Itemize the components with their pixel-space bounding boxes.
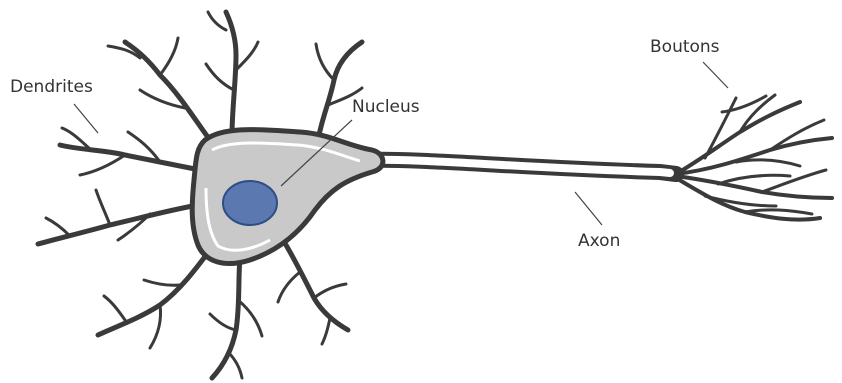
- bouton-branch: [718, 175, 790, 184]
- dendrite-branch: [322, 318, 330, 344]
- dendrite-branch: [98, 250, 210, 335]
- labels: Dendrites Nucleus Axon Boutons: [10, 37, 720, 251]
- dendrite-branch: [278, 272, 300, 302]
- nucleus-label: Nucleus: [352, 97, 420, 117]
- axon-leader: [575, 192, 602, 225]
- boutons-label: Boutons: [650, 37, 720, 57]
- bouton-branch: [762, 170, 826, 192]
- dendrite-branch: [60, 145, 200, 170]
- bouton-branch: [676, 102, 800, 174]
- dendrite-branch: [160, 38, 178, 75]
- dendrite-branch: [316, 44, 334, 80]
- bouton-branch: [770, 120, 824, 150]
- dendrite-branch: [38, 205, 198, 244]
- bouton-branch: [705, 98, 736, 158]
- dendrite-branch: [210, 314, 236, 330]
- bouton-branch: [676, 138, 832, 174]
- dendrite-branch: [144, 280, 180, 285]
- dendrite-branch: [314, 284, 346, 298]
- bouton-branch: [676, 176, 832, 198]
- dendrite-branch: [206, 64, 234, 90]
- dendrites-leader: [74, 104, 98, 133]
- dendrite-branch: [238, 300, 262, 336]
- boutons: [676, 95, 832, 220]
- boutons-leader: [703, 62, 728, 88]
- dendrite-branch: [96, 190, 110, 225]
- bouton-branch: [736, 160, 800, 166]
- nucleus: [223, 181, 277, 225]
- dendrite-branch: [208, 12, 226, 30]
- dendrite-branch: [226, 12, 236, 135]
- dendrite-branch: [236, 42, 258, 70]
- axon-label: Axon: [578, 231, 620, 251]
- axon: [360, 160, 676, 174]
- dendrite-branch: [286, 245, 348, 330]
- dendrite-branch: [46, 218, 70, 236]
- dendrite-branch: [104, 296, 125, 320]
- dendrites-label: Dendrites: [10, 77, 93, 97]
- dendrite-branch: [80, 155, 125, 175]
- dendrite-branch: [228, 352, 242, 378]
